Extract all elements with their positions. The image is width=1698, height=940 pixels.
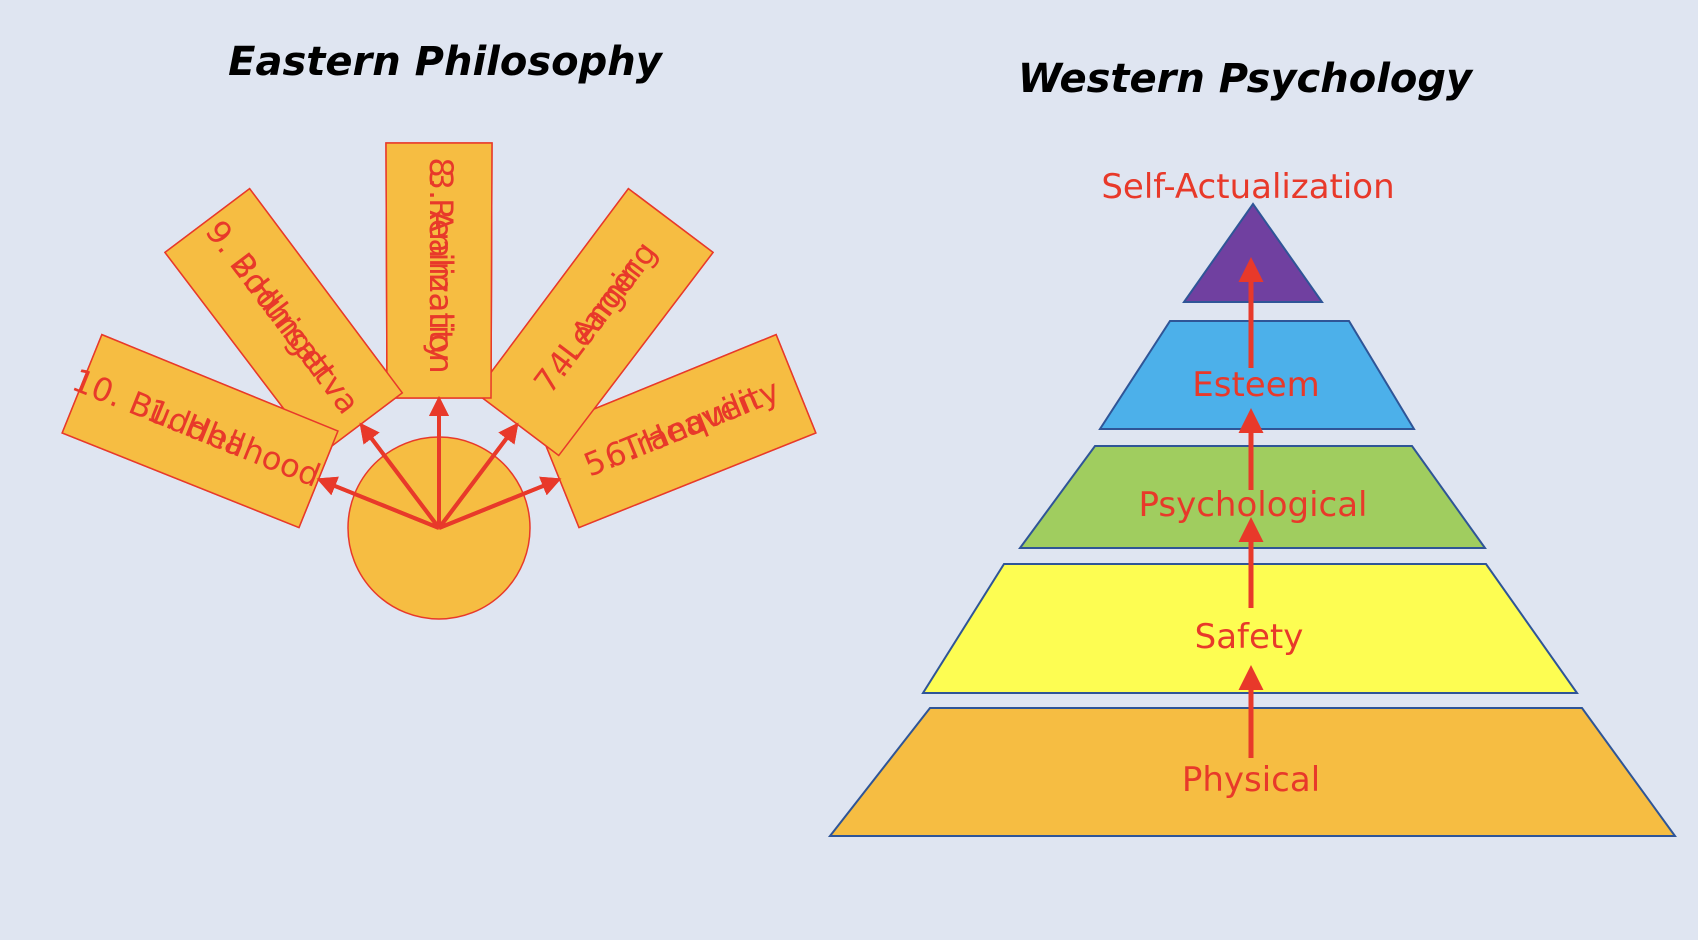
arrow-to-buddhahood bbox=[316, 476, 440, 530]
tier-psychological bbox=[1018, 445, 1487, 549]
world-label-realization: 8. Realization bbox=[422, 157, 460, 373]
arrow-group bbox=[316, 396, 562, 530]
eastern-title: Eastern Philosophy bbox=[228, 39, 664, 85]
arrow-to-heaven bbox=[438, 476, 562, 530]
ray-learning bbox=[474, 187, 715, 457]
tier-label-physical: Physical bbox=[1182, 760, 1320, 800]
ray-heaven bbox=[539, 333, 817, 529]
ray-realization bbox=[385, 142, 493, 399]
ray-buddhahood bbox=[61, 333, 339, 529]
tier-label-psychological: Psychological bbox=[1138, 485, 1367, 525]
hierarchy-pyramid: Self-Actualization Physical Safety Psych… bbox=[827, 167, 1677, 837]
tier-label-esteem: Esteem bbox=[1192, 365, 1319, 405]
ray-bodhisattva bbox=[163, 187, 404, 457]
ray-group bbox=[61, 142, 817, 529]
tier-physical bbox=[827, 707, 1677, 837]
tier-label-safety: Safety bbox=[1195, 617, 1304, 657]
apex-label: Self-Actualization bbox=[1101, 167, 1394, 207]
arrow-to-learning bbox=[437, 422, 519, 530]
western-title: Western Psychology bbox=[1018, 56, 1474, 102]
tier-safety bbox=[921, 563, 1579, 694]
world-label-animality: 3. Animality bbox=[422, 170, 460, 362]
arrow-to-bodhisattva bbox=[359, 422, 441, 530]
tier-esteem bbox=[1098, 320, 1416, 430]
